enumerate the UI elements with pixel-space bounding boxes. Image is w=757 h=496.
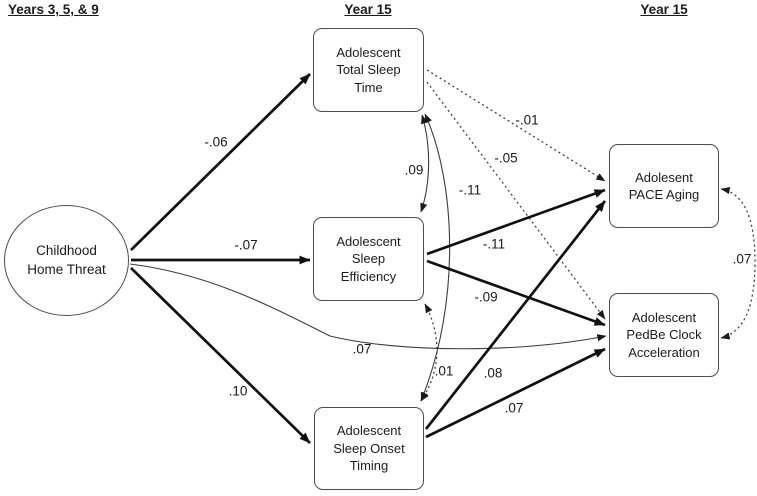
- coef-cht-se: -.07: [234, 237, 258, 253]
- node-total-sleep-time: Adolescent Total Sleep Time: [313, 28, 424, 112]
- edge-cht-to-total-sleep-time: [130, 73, 311, 251]
- edge-sot-to-pedbe: [425, 347, 606, 439]
- coef-cht-tst: -.06: [204, 134, 228, 150]
- header-year-15-middle: Year 15: [344, 2, 392, 17]
- header-years-3-5-9: Years 3, 5, & 9: [8, 2, 99, 17]
- node-childhood-home-threat: Childhood Home Threat: [4, 205, 129, 316]
- edge-cht-to-sleep-onset-timing: [130, 267, 311, 444]
- coef-tst-pace: -.01: [515, 112, 539, 128]
- edge-sot-to-pace: [424, 200, 607, 430]
- coef-cov-pace-pedbe: .07: [732, 251, 752, 267]
- coef-cov-tst-se: .09: [404, 162, 424, 178]
- coef-tst-pedbe: -.05: [494, 150, 518, 166]
- edge-cov-se-sot: [420, 303, 438, 402]
- edge-cov-tst-sot: [420, 113, 451, 402]
- coef-cov-se-sot: .01: [434, 363, 454, 379]
- coef-se-pedbe: -.09: [474, 289, 498, 305]
- node-sleep-efficiency: Adolescent Sleep Efficiency: [313, 217, 424, 301]
- node-pedbe-clock: Adolescent PedBe Clock Acceleration: [609, 293, 719, 377]
- coef-sot-pace: .08: [483, 365, 503, 381]
- edge-se-to-pedbe: [426, 259, 606, 327]
- edge-se-to-pace: [426, 188, 606, 256]
- coef-cht-pedbe: .07: [352, 341, 372, 357]
- node-sleep-onset-timing: Adolescent Sleep Onset Timing: [314, 407, 424, 490]
- coef-cov-tst-sot: -.11: [458, 182, 482, 198]
- coef-sot-pedbe: .07: [504, 400, 524, 416]
- coef-se-pace: -.11: [482, 236, 506, 252]
- header-year-15-right: Year 15: [640, 2, 688, 17]
- coef-cht-sot: .10: [228, 383, 248, 399]
- node-pace-aging: Adolesent PACE Aging: [609, 144, 719, 228]
